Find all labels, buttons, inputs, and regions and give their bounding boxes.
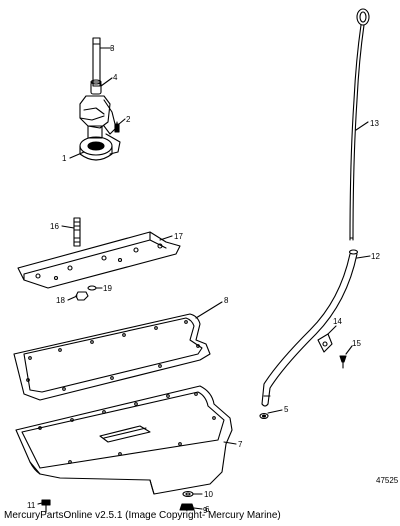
- callout-15: 15: [352, 339, 361, 348]
- part-4-collar: [90, 77, 113, 95]
- callout-10: 10: [204, 490, 213, 499]
- callout-13: 13: [370, 119, 379, 128]
- part-17-windage-tray: [17, 231, 181, 289]
- part-16-stud: [61, 217, 81, 247]
- callout-3: 3: [110, 44, 115, 53]
- part-15-screw: [339, 345, 353, 369]
- part-5-seal: [259, 409, 283, 420]
- callout-1: 1: [62, 154, 67, 163]
- callout-5: 5: [284, 405, 289, 414]
- part-9-drain-plug: [179, 503, 203, 511]
- callout-11: 11: [27, 501, 36, 510]
- callout-6: 6: [205, 505, 210, 514]
- callout-4: 4: [113, 73, 118, 82]
- callout-14: 14: [333, 317, 342, 326]
- callout-19: 19: [103, 284, 112, 293]
- callout-numbers: 1 2 3 4 5 6 7 8 9 10 11 12 13 14 15 16 1…: [27, 44, 380, 515]
- part-19-washer: [87, 285, 103, 291]
- part-13-dipstick: [349, 8, 370, 241]
- callout-8: 8: [224, 296, 229, 305]
- drawing-number: 47525: [376, 476, 399, 485]
- callout-18: 18: [56, 296, 65, 305]
- image-copyright-footer: MercuryPartsOnline v2.5.1 (Image Copyrig…: [4, 510, 281, 521]
- part-8-pan-gasket: [13, 301, 223, 401]
- callout-17: 17: [174, 232, 183, 241]
- part-7-oil-pan: [15, 385, 237, 495]
- part-18-nut: [67, 291, 89, 301]
- part-10-drain-gasket: [182, 490, 203, 498]
- part-12-dipstick-tube: [261, 249, 371, 407]
- part-11-bolt: [37, 499, 51, 513]
- callout-12: 12: [371, 252, 380, 261]
- part-2-bolt: [114, 118, 126, 133]
- callout-7: 7: [238, 440, 243, 449]
- part-3-pump-shaft: [92, 37, 113, 87]
- part-14-clip: [317, 325, 337, 353]
- callout-16: 16: [50, 222, 59, 231]
- part-1-oil-pump: [69, 95, 121, 161]
- callout-9: 9: [203, 506, 208, 515]
- callout-2: 2: [126, 115, 131, 124]
